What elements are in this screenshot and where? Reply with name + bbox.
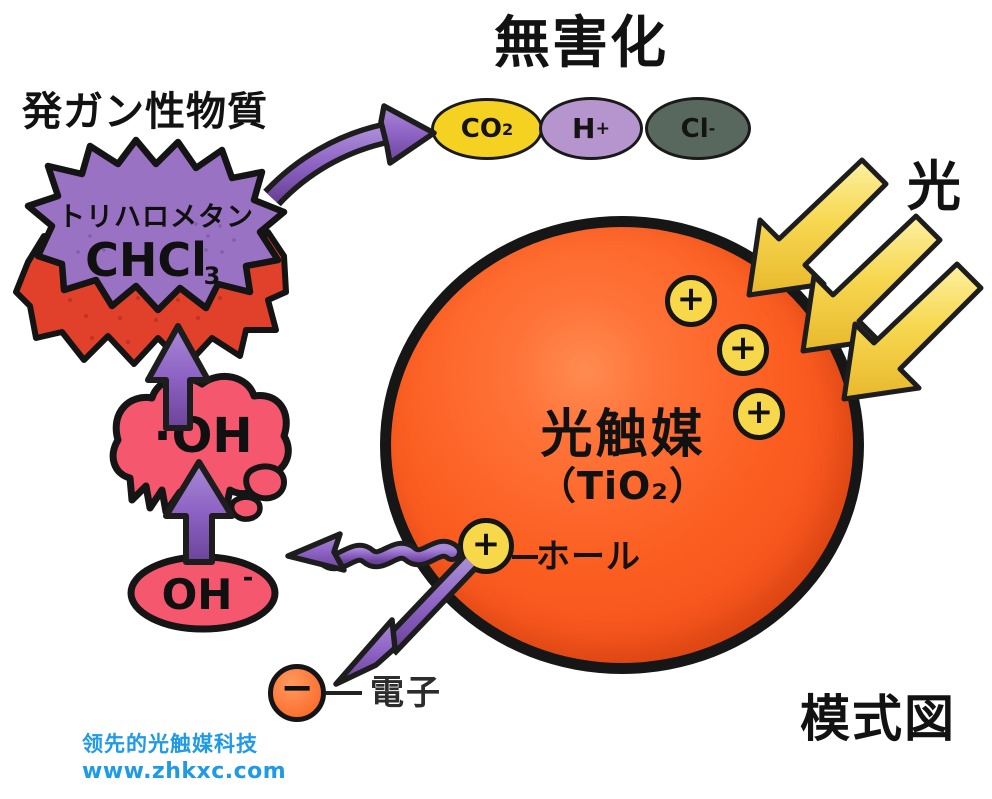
product-label-h: H — [572, 112, 596, 145]
starburst-purple-layer — [24, 136, 288, 314]
product-pill-cl-ion: Cl- — [645, 97, 751, 160]
sphere-label-photocatalyst: 光触媒 — [540, 405, 706, 465]
hole-leader-line — [512, 555, 538, 559]
starburst-line1: トリハロメタン — [58, 202, 254, 233]
electron-label: 電子 — [370, 673, 442, 713]
product-subscript-co2: 2 — [501, 119, 514, 139]
light-arrow-1 — [746, 157, 889, 298]
minus-icon: − — [280, 665, 314, 711]
radical-splash-drop-large — [243, 463, 288, 502]
hole-circle-3: + — [733, 388, 785, 440]
hydroxide-label: OH — [162, 570, 233, 619]
watermark: 领先的光触媒科技 www.zhkxc.com — [82, 731, 286, 786]
watermark-line-1: 领先的光触媒科技 — [82, 732, 258, 756]
plus-icon: + — [471, 524, 501, 564]
plus-icon: + — [744, 392, 774, 432]
hole-circle-2: + — [717, 324, 769, 376]
product-pill-h-ion: H+ — [539, 97, 643, 160]
watermark-line-2: www.zhkxc.com — [82, 758, 287, 784]
product-superscript-cl: - — [708, 119, 716, 138]
heading-light: 光 — [907, 155, 961, 218]
starburst-line2-subscript: 3 — [204, 262, 221, 290]
heading-detoxification: 無害化 — [494, 11, 668, 76]
arrow-hydroxide-to-radical — [163, 459, 235, 565]
sphere-label-formula: （TiO₂） — [538, 464, 708, 508]
photocatalyst-sphere — [380, 216, 864, 674]
starburst-purple-texture — [76, 222, 236, 254]
hole-label: ホール — [536, 537, 641, 577]
hydroxide-superscript: - — [243, 563, 254, 593]
arrow-hole-to-electron — [333, 554, 478, 687]
product-superscript-h: + — [595, 118, 610, 139]
product-label-co2: CO — [460, 114, 502, 144]
light-arrow-3 — [841, 261, 984, 402]
arrow-hole-wavy-left — [285, 531, 462, 573]
heading-carcinogen: 発ガン性物質 — [22, 89, 268, 135]
starburst-line2: CHCl — [85, 233, 207, 287]
plus-icon: + — [728, 328, 758, 368]
plus-icon: + — [676, 279, 706, 319]
radical-splash-drop-small — [228, 494, 263, 522]
heading-schematic: 模式図 — [800, 690, 956, 748]
product-label-cl: Cl — [680, 113, 709, 144]
electron-circle: − — [268, 664, 326, 722]
hole-circle-1: + — [665, 275, 717, 327]
arrow-degradation-to-products — [263, 103, 437, 207]
arrow-radical-to-chcl3 — [145, 323, 211, 431]
electron-leader-line — [326, 691, 362, 695]
light-arrow-2 — [800, 213, 943, 354]
